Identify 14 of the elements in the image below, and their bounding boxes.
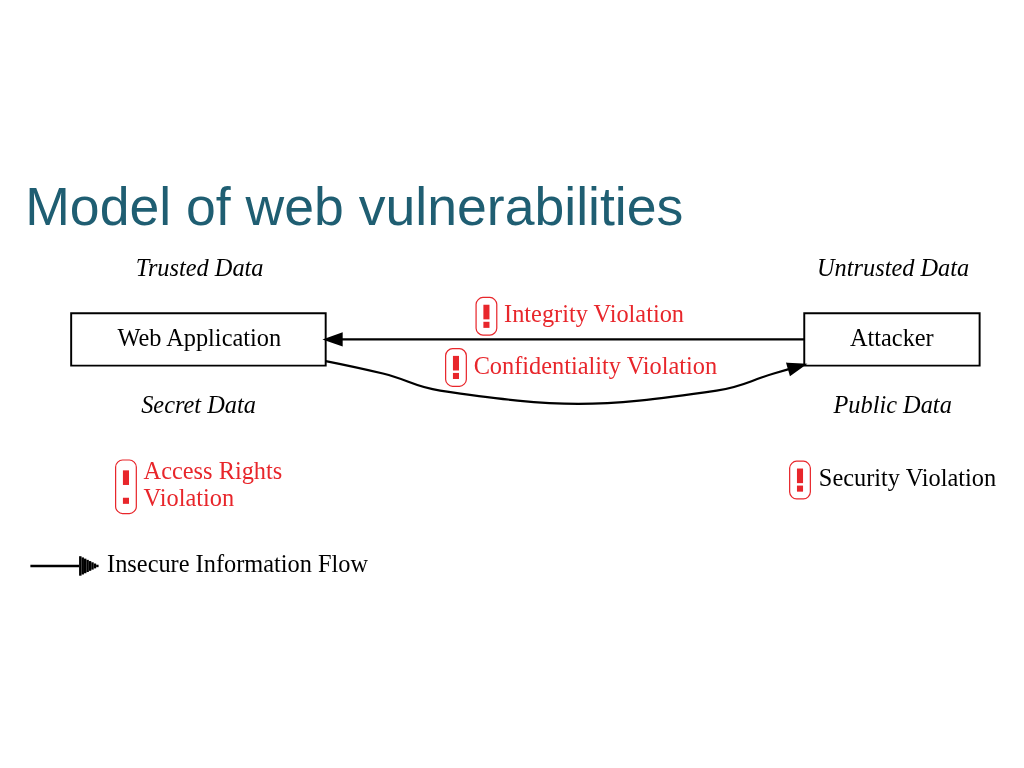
arrow [325,359,808,405]
label: Trusted Data [135,253,264,281]
node-box: Web Application [70,311,327,367]
label: Public Data [833,390,952,418]
edge-label: Confidentiality Violation [473,351,718,379]
legend-label: Security Violation [818,463,997,491]
diagram-title: Model of web vulnerabilities [25,175,684,236]
arrow [322,331,805,347]
label: Secret Data [141,390,256,418]
edge-label: Integrity Violation [504,299,685,327]
legend-label: Insecure Information Flow [107,549,369,577]
node-box: Attacker [803,311,981,367]
label: Access Rights Violation [143,456,283,511]
label: Untrusted Data [817,253,970,281]
